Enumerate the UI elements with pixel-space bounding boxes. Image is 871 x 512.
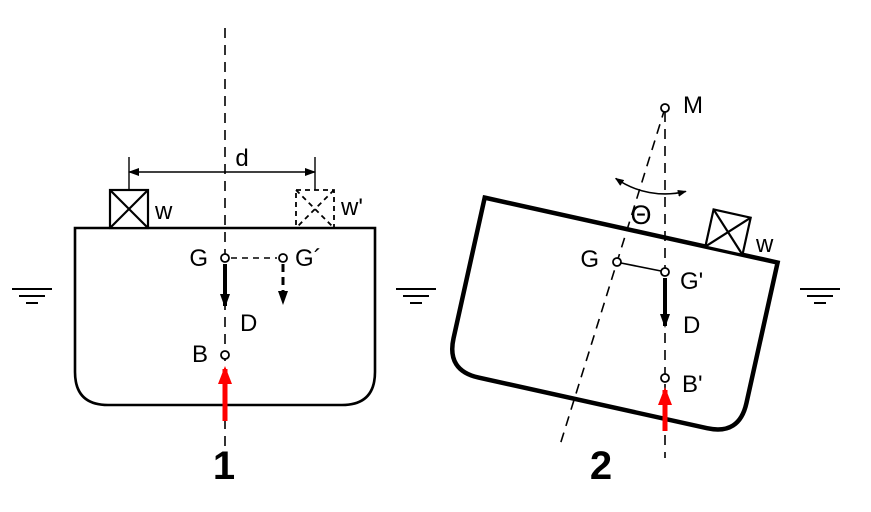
gravity-label-2: G xyxy=(580,246,599,273)
weight-box-icon-1 xyxy=(108,188,150,230)
g-point-1 xyxy=(220,253,230,263)
metacenter-label: M xyxy=(683,92,703,119)
hull-2 xyxy=(450,194,781,432)
hull-2-group xyxy=(450,194,781,432)
weight-label-2: w xyxy=(755,231,774,258)
weight-label-1: w xyxy=(154,198,173,225)
b-shifted-point-2 xyxy=(660,373,670,383)
figure-number-2: 2 xyxy=(590,444,612,488)
figure-2: M Θ G G' w D B' 2 xyxy=(450,92,781,488)
tilted-centerline-2 xyxy=(559,107,666,446)
buoyancy-shifted-label-2: B' xyxy=(682,371,703,398)
g-shifted-point-2 xyxy=(660,267,670,277)
gravity-shifted-label-2: G' xyxy=(680,268,703,295)
g-shifted-point-1 xyxy=(278,253,288,263)
waterline-right-icon xyxy=(800,288,840,304)
buoyancy-label-1: B xyxy=(192,341,208,368)
displacement-label-1: D xyxy=(240,310,257,337)
heel-angle-arc xyxy=(614,177,687,197)
displacement-label-2: D xyxy=(683,312,700,339)
figure-number-1: 1 xyxy=(213,444,235,488)
weight-box-ghost-icon-1 xyxy=(295,189,335,229)
waterline-middle-icon xyxy=(396,288,436,304)
figure-1: w w' d G G´ D B 1 xyxy=(73,28,377,488)
weight-shifted-label-1: w' xyxy=(340,194,363,221)
metacenter-point xyxy=(660,103,670,113)
g-shift-line-2 xyxy=(620,262,662,272)
distance-label-1: d xyxy=(235,145,248,172)
waterline-left-icon xyxy=(12,288,52,304)
b-point-1 xyxy=(220,350,230,360)
g-point-2 xyxy=(612,257,622,267)
weight-box-icon-2 xyxy=(704,208,752,257)
gravity-label-1: G xyxy=(189,245,208,272)
hull-1 xyxy=(73,226,377,407)
heel-angle-label: Θ xyxy=(630,200,651,230)
gravity-shifted-label-1: G´ xyxy=(295,245,322,272)
